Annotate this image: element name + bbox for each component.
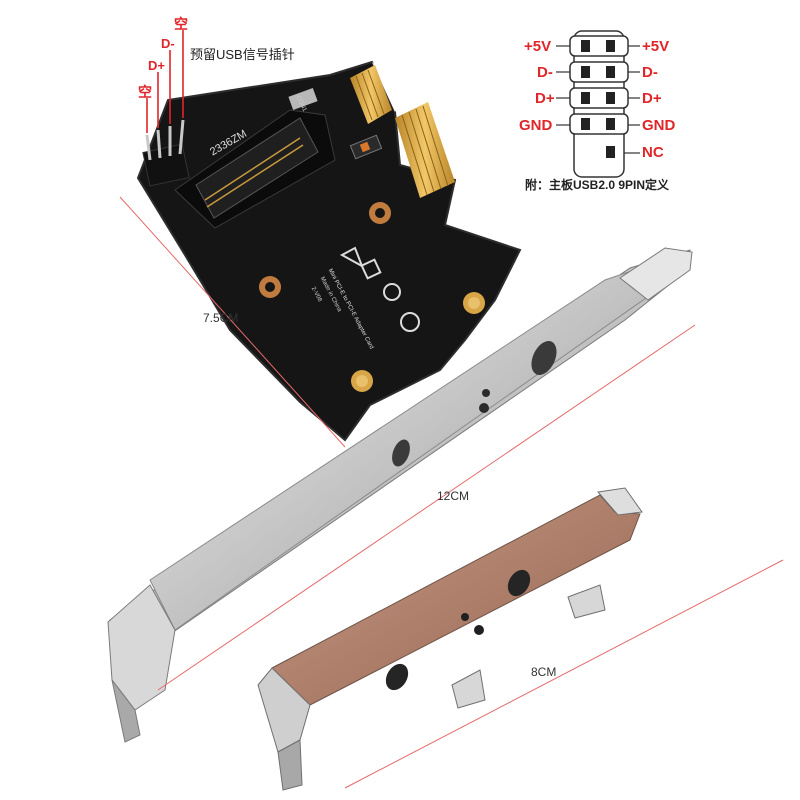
- dimension-low-bracket: 8CM: [531, 665, 557, 679]
- pinout-right-5: NC: [642, 144, 664, 161]
- pin-label-d-plus: D+: [148, 58, 165, 73]
- adapter-pcb: [136, 60, 522, 442]
- pinout-right-4: GND: [642, 117, 676, 134]
- pin-label-empty-side: 空: [138, 84, 152, 100]
- pinout-right-1: +5V: [642, 38, 670, 55]
- dimension-full-bracket: 12CM: [437, 489, 470, 503]
- pinout-right-2: D-: [642, 64, 658, 81]
- dimension-height: 7.5CM: [203, 311, 239, 325]
- pinout-left-2: D-: [537, 64, 553, 81]
- full-height-bracket: [107, 247, 693, 743]
- mini-pcie-socket: [174, 87, 336, 229]
- pinout-left-1: +5V: [524, 38, 552, 55]
- certification-logos: [339, 246, 420, 332]
- pin-label-d-minus: D-: [161, 36, 175, 51]
- pinout-right-3: D+: [642, 90, 662, 107]
- dimension-lines: [119, 196, 784, 789]
- pinout-left-3: D+: [535, 90, 555, 107]
- reserved-usb-note: 预留USB信号插针: [190, 47, 295, 62]
- pinout-left-4: GND: [519, 117, 553, 134]
- mounting-holes: [259, 202, 485, 392]
- pin-label-empty-top: 空: [174, 16, 188, 32]
- pinout-note: 附：主板USB2.0 9PIN定义: [525, 178, 670, 192]
- pcie-gold-fingers: [350, 65, 455, 198]
- usb-pinout-diagram: [556, 30, 640, 178]
- usb-header-pins: [142, 119, 190, 187]
- low-profile-bracket: [257, 487, 643, 791]
- bracket-hole: [531, 341, 557, 375]
- pin-callout-lines: [146, 30, 184, 133]
